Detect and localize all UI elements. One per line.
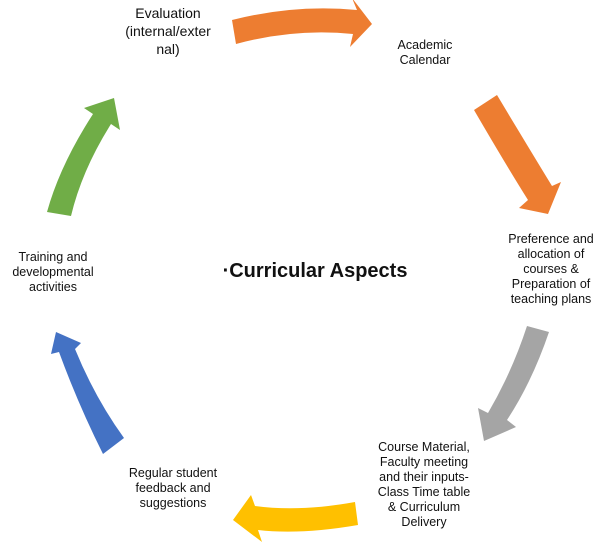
stage-label-evaluation: Evaluation (internal/exter nal)	[125, 5, 211, 57]
arrow-preference-to-course-material	[478, 326, 549, 441]
arrow-training-to-evaluation	[47, 98, 120, 216]
stage-label-academic-calendar: Academic Calendar	[397, 38, 453, 67]
stage-label-course-material: Course Material, Faculty meeting and the…	[377, 440, 471, 529]
center-title: ·Curricular Aspects	[222, 260, 408, 282]
stage-label-preference-allocation: Preference and allocation of courses & P…	[508, 232, 594, 306]
stage-label-student-feedback: Regular student feedback and suggestions	[128, 466, 218, 510]
arrow-feedback-to-training	[51, 332, 124, 454]
arrow-academic-calendar-to-preference	[474, 95, 561, 214]
stage-label-training: Training and developmental activities	[12, 250, 94, 294]
arrow-evaluation-to-academic-calendar	[232, 0, 372, 47]
arrow-course-material-to-feedback	[233, 495, 358, 542]
